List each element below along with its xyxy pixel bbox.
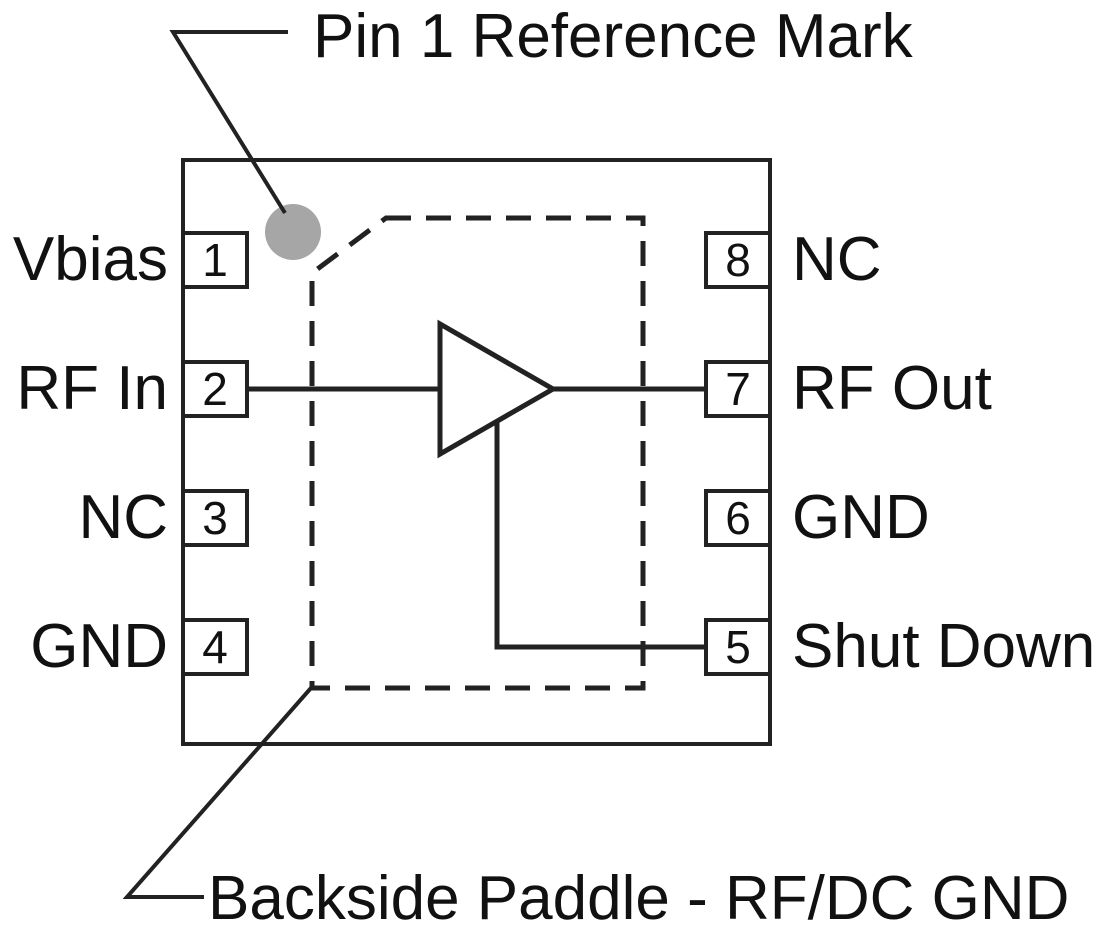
pin-box-6: 6 (704, 489, 772, 547)
shutdown-trace (494, 421, 704, 650)
paddle-leader-line (122, 686, 313, 899)
pin-number-6: 6 (725, 492, 751, 544)
pin-label-rf-in: RF In (16, 354, 168, 423)
pin-number-1: 1 (202, 234, 228, 286)
pin1-reference-annotation: Pin 1 Reference Mark (313, 2, 913, 71)
pin-box-7: 7 (704, 360, 772, 418)
pin-box-1: 1 (181, 231, 249, 289)
pin-box-2: 2 (181, 360, 249, 418)
pin-number-5: 5 (725, 621, 751, 673)
pin-label-nc-right: NC (792, 225, 882, 294)
pin-label-vbias: Vbias (12, 225, 168, 294)
pin-box-4: 4 (181, 618, 249, 676)
pin-label-gnd-right: GND (792, 483, 930, 552)
pin-label-shut-down: Shut Down (792, 612, 1096, 681)
amplifier-triangle-icon (437, 319, 559, 459)
pin1-leader-line (169, 30, 288, 215)
pin-box-8: 8 (704, 231, 772, 289)
pin-number-8: 8 (725, 234, 751, 286)
pin-box-5: 5 (704, 618, 772, 676)
pin-number-3: 3 (202, 492, 228, 544)
pin-label-rf-out: RF Out (792, 354, 992, 423)
pin-number-2: 2 (202, 363, 228, 415)
backside-paddle-outline (309, 215, 646, 691)
pin-box-3: 3 (181, 489, 249, 547)
pin-label-gnd-left: GND (30, 612, 168, 681)
pin-label-nc-left: NC (78, 483, 168, 552)
package-outline (181, 158, 772, 746)
pin-number-4: 4 (202, 621, 228, 673)
backside-paddle-annotation: Backside Paddle - RF/DC GND (208, 864, 1070, 926)
pin-number-7: 7 (725, 363, 751, 415)
pin1-reference-mark-dot-icon (265, 204, 321, 260)
